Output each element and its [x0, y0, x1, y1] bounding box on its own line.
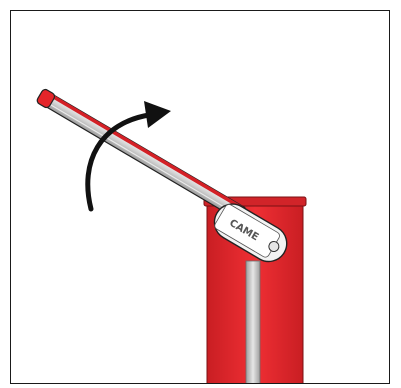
arm-bracket: CAME — [213, 203, 288, 263]
barrier-arm — [36, 88, 247, 221]
arm-end-cap — [36, 88, 56, 109]
barrier-gate-illustration: CAME — [36, 88, 307, 383]
raise-motion-arrow — [85, 101, 171, 212]
illustration-frame: CAME — [10, 10, 390, 384]
